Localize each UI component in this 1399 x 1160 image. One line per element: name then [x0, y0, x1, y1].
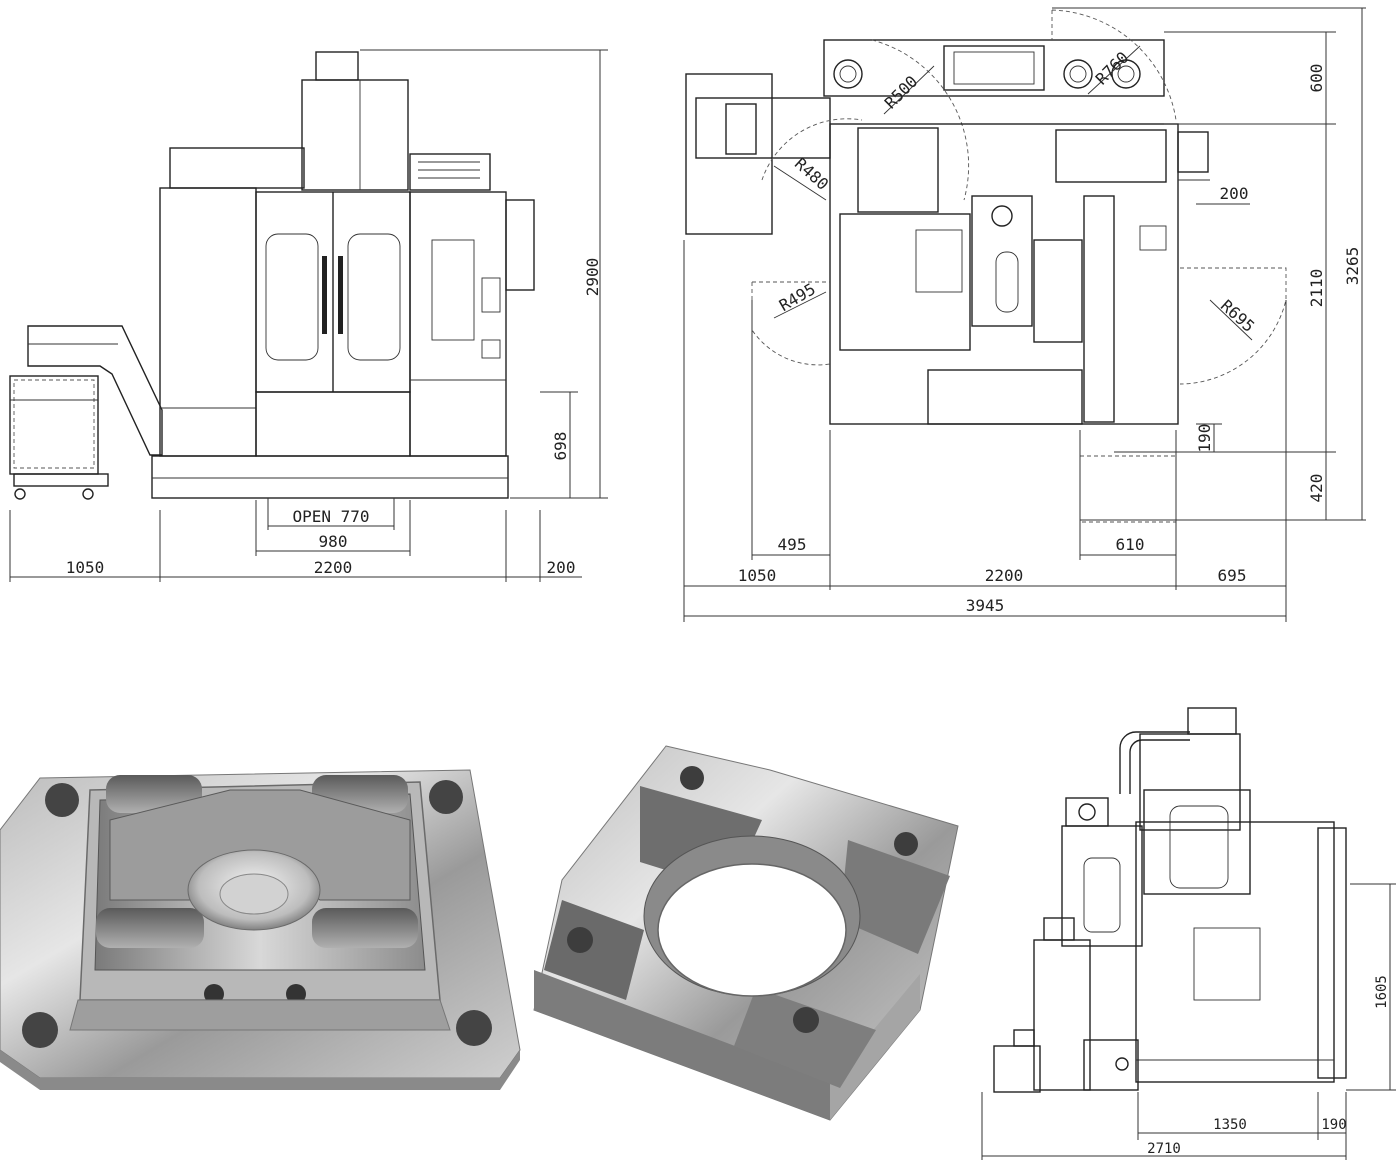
dim-machine-width-top: 2200 — [985, 566, 1024, 585]
dim-overall-width: 3945 — [966, 596, 1005, 615]
machine-base — [151, 455, 509, 499]
chip-cart — [9, 375, 109, 500]
dim-depth-rear: 600 — [1307, 64, 1326, 93]
dim-r480: R480 — [791, 154, 832, 194]
front-view-drawing: 2900 698 OPEN 770 980 1050 2200 200 — [9, 49, 608, 582]
dim-door-width: 980 — [319, 532, 348, 551]
dim-side-depth-main: 1350 — [1213, 1117, 1247, 1133]
machine-body-side — [1135, 821, 1335, 1083]
machine-body-top — [829, 123, 1179, 425]
dim-panel-offset: 190 — [1195, 424, 1214, 453]
dim-machine-width: 2200 — [314, 558, 353, 577]
vent-grille — [418, 161, 480, 179]
chip-conveyor-top — [685, 73, 773, 235]
control-cabinet — [409, 191, 507, 457]
dim-left-total: 1050 — [738, 566, 777, 585]
dim-right-total: 695 — [1218, 566, 1247, 585]
top-view-drawing: R500 R760 R480 R495 R695 600 2110 3265 4… — [683, 7, 1366, 622]
dim-side-height: 1605 — [1374, 975, 1390, 1009]
dim-depth-front: 420 — [1307, 474, 1326, 503]
front-dimensions — [9, 49, 608, 582]
spindle-head-side — [1139, 733, 1241, 831]
dim-r495: R495 — [776, 279, 819, 315]
photo-machined-mold-plate — [0, 769, 521, 1090]
left-body — [159, 187, 257, 457]
dim-chip-conveyor: 1050 — [66, 558, 105, 577]
dim-side-depth-front: 190 — [1321, 1117, 1346, 1133]
photo-machined-square-block — [533, 745, 959, 1121]
dim-height-table: 698 — [551, 432, 570, 461]
dim-r695: R695 — [1217, 296, 1258, 336]
dim-right-clearance: 200 — [547, 558, 576, 577]
dim-depth-total: 3265 — [1343, 247, 1362, 286]
dim-depth-main: 2110 — [1307, 269, 1326, 308]
dim-height-total: 2900 — [583, 258, 602, 297]
top-dimensions — [683, 7, 1366, 622]
dim-right-panel: 610 — [1116, 535, 1145, 554]
rear-units — [823, 39, 1165, 97]
dim-side-offset: 200 — [1220, 184, 1249, 203]
dim-r500: R500 — [881, 72, 922, 113]
dim-left-door: 495 — [778, 535, 807, 554]
dim-side-depth-total: 2710 — [1147, 1141, 1181, 1157]
spindle-tower — [301, 79, 409, 191]
side-view-drawing: 1605 1350 190 2710 — [981, 707, 1396, 1160]
dim-door-open: OPEN 770 — [292, 507, 369, 526]
chip-conveyor — [27, 325, 163, 456]
side-dimensions — [981, 883, 1396, 1160]
